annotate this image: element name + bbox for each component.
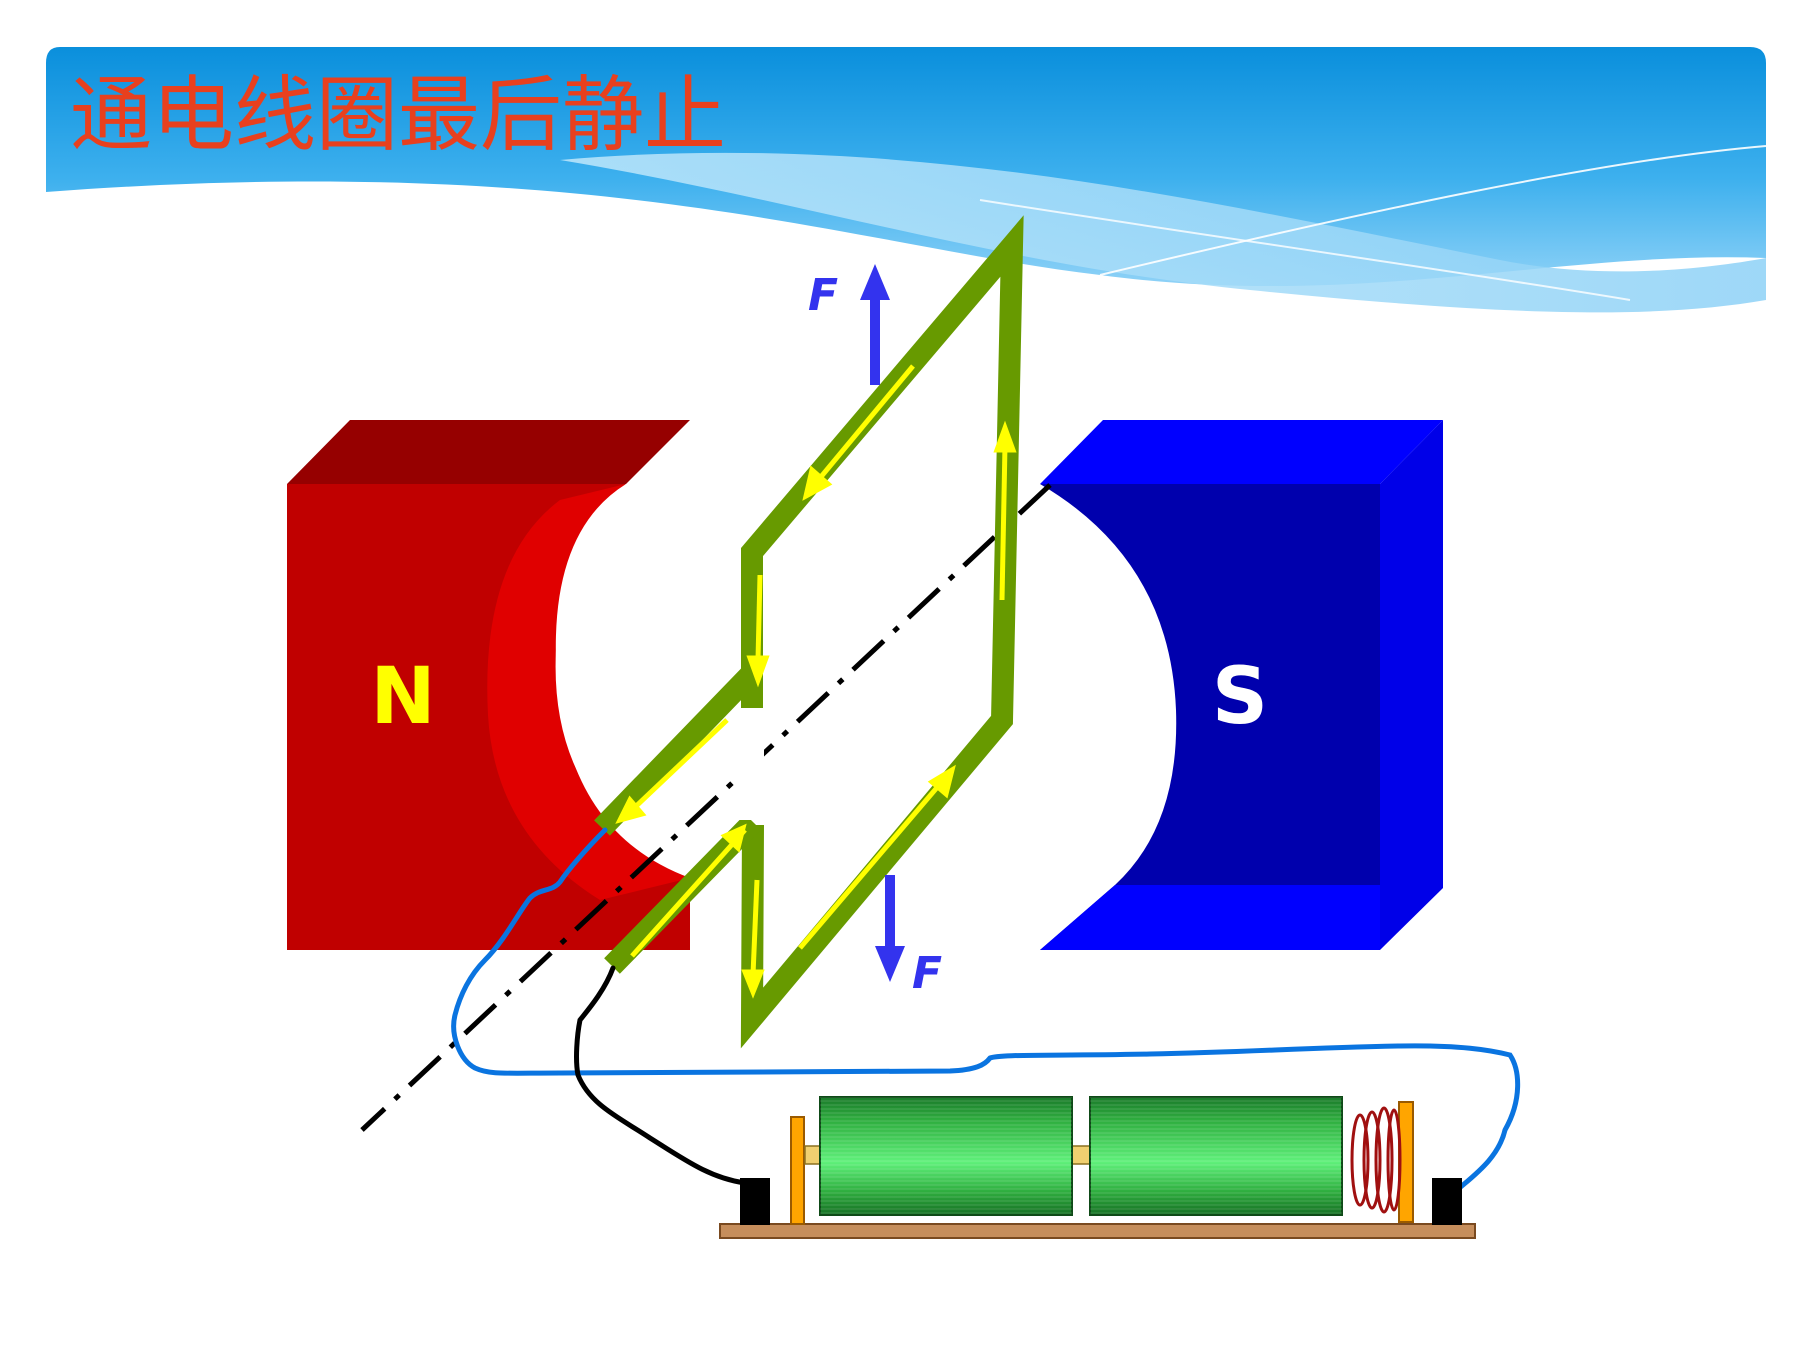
black-wire	[574, 965, 748, 1186]
rotation-axis	[360, 483, 1052, 1132]
south-magnet: S	[1040, 420, 1443, 950]
force-arrow-up	[860, 264, 890, 385]
current-arrows	[615, 364, 1017, 999]
coil-loop	[594, 215, 1024, 1049]
slide-title: 通电线圈最后静止	[70, 68, 726, 163]
battery-pack-icon	[719, 1096, 1476, 1239]
force-label-top: F	[808, 270, 838, 321]
north-pole-label: N	[370, 652, 435, 742]
title-banner	[46, 47, 1767, 313]
north-magnet: N	[287, 420, 690, 950]
south-pole-label: S	[1212, 652, 1268, 742]
spring-contact-icon	[1350, 1106, 1402, 1214]
commutator-gap	[738, 708, 764, 820]
blue-wire	[451, 827, 1521, 1195]
force-arrow-down	[875, 875, 905, 982]
force-label-bottom: F	[912, 948, 942, 999]
